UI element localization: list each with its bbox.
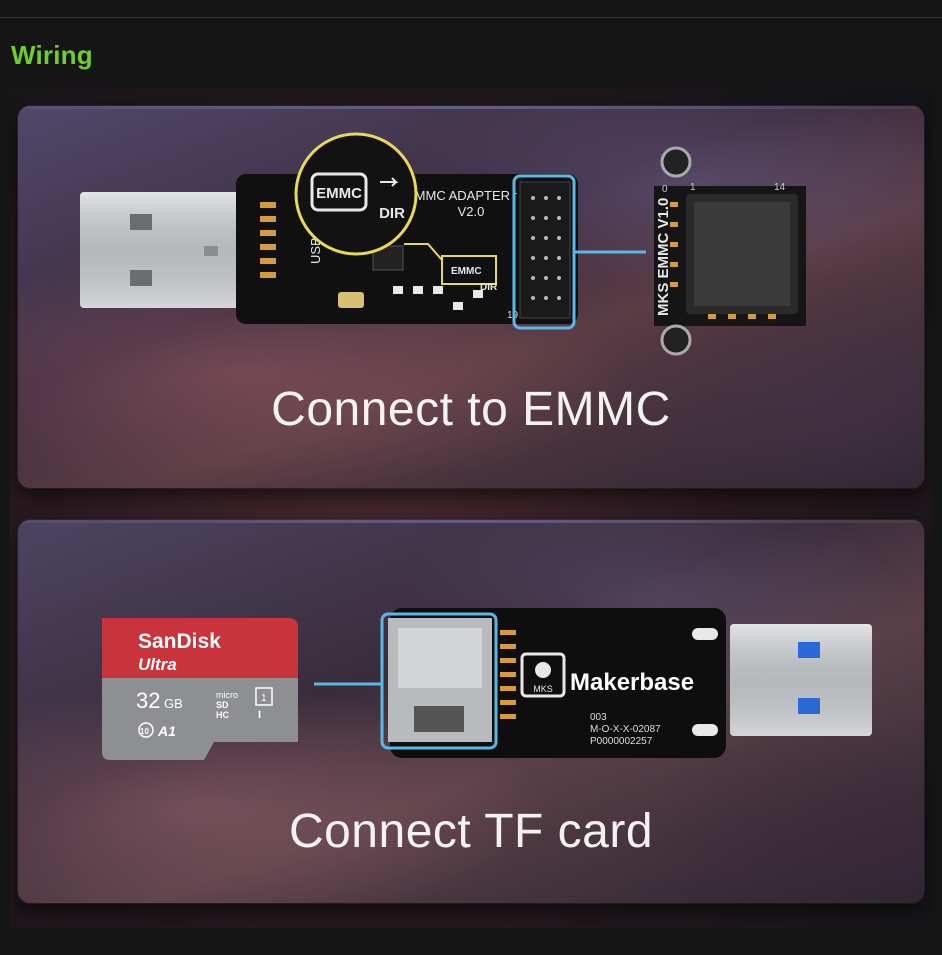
card-u1-mark: 1 xyxy=(261,693,267,704)
logo-text: MKS xyxy=(533,684,553,694)
zoom-dir-label: DIR xyxy=(379,205,405,222)
module-pin-14: 14 xyxy=(774,182,786,193)
card-line: Ultra xyxy=(138,655,177,674)
tf-slot-highlight-box xyxy=(380,612,498,750)
card-brand: SanDisk xyxy=(138,630,221,653)
card-sd-mark: SD xyxy=(216,700,229,710)
card-micro-mark: micro xyxy=(216,690,238,700)
module-pin-0: 0 xyxy=(662,184,668,195)
small-emmc-label: EMMC xyxy=(451,266,482,277)
tf-reader-board: MKS Makerbase 003 M-O-X-X-02087 P0000002… xyxy=(380,608,726,758)
card-class-mark: 10 xyxy=(140,727,149,736)
zoom-circle: EMMC DIR xyxy=(294,132,418,256)
zoom-emmc-label: EMMC xyxy=(316,185,362,202)
tf-panel: SanDisk Ultra 32 GB micro SD HC I 1 10 A… xyxy=(18,520,924,903)
card-unit: GB xyxy=(164,696,183,711)
adapter-name-label: EMMC ADAPTER xyxy=(406,188,510,203)
emmc-module: MKS EMMC V1.0 0 1 14 xyxy=(654,146,806,356)
emmc-caption: Connect to EMMC xyxy=(271,383,671,436)
tf-card-icon: SanDisk Ultra 32 GB micro SD HC I 1 10 A… xyxy=(102,618,298,760)
card-capacity: 32 xyxy=(136,688,160,713)
wiring-frame: EMMC ADAPTER V2.0 USB3 EMMC DIR xyxy=(10,88,932,928)
tf-illustration: SanDisk Ultra 32 GB micro SD HC I 1 10 A… xyxy=(102,608,872,760)
reader-brand: Makerbase xyxy=(570,669,694,696)
small-dir-label: DIR xyxy=(480,282,498,293)
tf-caption: Connect TF card xyxy=(288,805,654,858)
zoom-connector xyxy=(404,243,443,261)
small-highlight-box xyxy=(441,255,497,285)
mks-logo-icon xyxy=(520,652,566,698)
board-code-3: P0000002257 xyxy=(590,736,653,747)
module-label: MKS EMMC V1.0 xyxy=(655,198,672,316)
card-a1-mark: A1 xyxy=(157,723,176,739)
board-code-2: M-O-X-X-02087 xyxy=(590,724,661,735)
top-divider xyxy=(0,17,942,18)
section-title: Wiring xyxy=(11,40,93,70)
board-code-1: 003 xyxy=(590,712,607,723)
module-pin-1: 1 xyxy=(690,182,696,193)
usb-plug-icon-2 xyxy=(730,624,872,736)
card-hc-mark: HC xyxy=(216,710,229,720)
adapter-version-label: V2.0 xyxy=(458,204,485,219)
usb-plug-icon xyxy=(80,192,258,308)
card-speed-mark: I xyxy=(258,709,261,721)
emmc-illustration: EMMC ADAPTER V2.0 USB3 EMMC DIR xyxy=(80,132,806,356)
emmc-panel: EMMC ADAPTER V2.0 USB3 EMMC DIR xyxy=(18,106,924,488)
